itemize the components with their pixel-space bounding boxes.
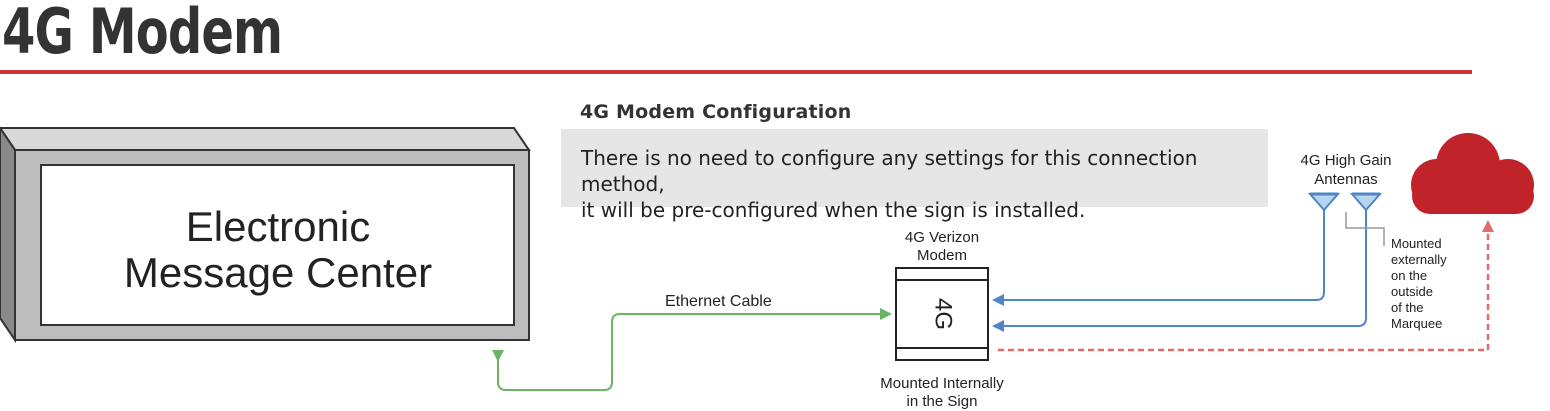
sign-label-line1: Electronic	[186, 203, 370, 250]
page-title: 4G Modem	[2, 0, 283, 68]
mount-note-line: Mounted	[1391, 236, 1442, 251]
mount-note-callout	[1345, 212, 1385, 246]
modem: 4G Verizon Modem 4G Mounted Internally i…	[880, 229, 1004, 410]
config-panel: There is no need to configure any settin…	[561, 129, 1268, 222]
ethernet-cable-label: Ethernet Cable	[665, 293, 772, 310]
mount-note: Mounted externally on the outside of the…	[1391, 236, 1447, 331]
mount-note-line: of the	[1391, 300, 1424, 315]
antennas-label-line2: Antennas	[1314, 171, 1377, 188]
sign-label-line2: Message Center	[124, 249, 432, 296]
antenna-icon	[1349, 192, 1383, 212]
modem-face-text: 4G	[930, 298, 957, 330]
modem-label-line2: Modem	[917, 247, 967, 264]
title-rule	[0, 70, 1472, 74]
mount-note-line: on the	[1391, 268, 1427, 283]
cloud-icon	[1411, 133, 1534, 214]
mount-note-line: Marquee	[1391, 316, 1442, 331]
config-heading: 4G Modem Configuration	[580, 101, 852, 123]
modem-label-line1: 4G Verizon	[905, 229, 979, 246]
ethernet-cable-line	[492, 308, 892, 391]
antenna-line-1	[992, 206, 1325, 306]
antenna-line-2	[992, 206, 1367, 332]
antennas-label-line1: 4G High Gain	[1301, 152, 1392, 169]
antenna-icon	[1307, 192, 1341, 212]
internet-link-line	[998, 220, 1494, 352]
electronic-sign: Electronic Message Center	[0, 126, 531, 344]
modem-mount-line2: in the Sign	[907, 393, 978, 410]
modem-mount-line1: Mounted Internally	[880, 375, 1004, 392]
config-text: There is no need to configure any settin…	[581, 146, 1198, 222]
mount-note-line: outside	[1391, 284, 1433, 299]
mount-note-line: externally	[1391, 252, 1447, 267]
